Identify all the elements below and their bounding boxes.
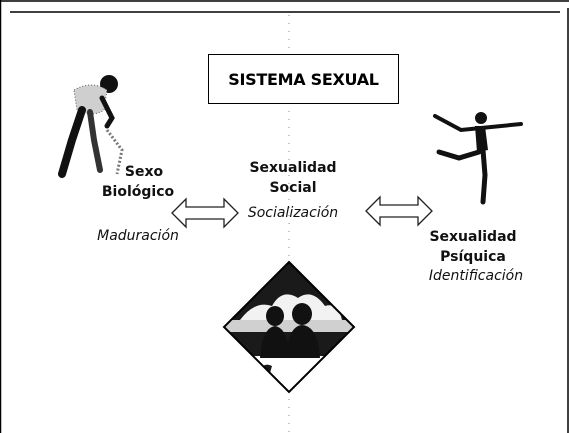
left-node-process: Maduración [97, 228, 179, 244]
center-node-line1: Sexualidad [249, 160, 337, 176]
left-node-line2: Biológico [101, 184, 175, 200]
right-node-line2: Psíquica [440, 249, 506, 265]
right-node-process: Identificación [428, 268, 524, 284]
dancer-icon [433, 112, 523, 205]
right-node-line1: Sexualidad [429, 229, 517, 245]
diagram-title: SISTEMA SEXUAL [228, 69, 379, 89]
people-diamond-icon [222, 260, 356, 394]
left-node-line1: Sexo [124, 164, 164, 180]
double-arrow-center-right [365, 195, 433, 227]
center-node-process: Socialización [247, 205, 339, 221]
double-arrow-left-center [171, 197, 239, 229]
title-box: SISTEMA SEXUAL [208, 54, 399, 104]
center-node-line2: Social [269, 180, 317, 196]
person-bending-icon [58, 75, 124, 178]
